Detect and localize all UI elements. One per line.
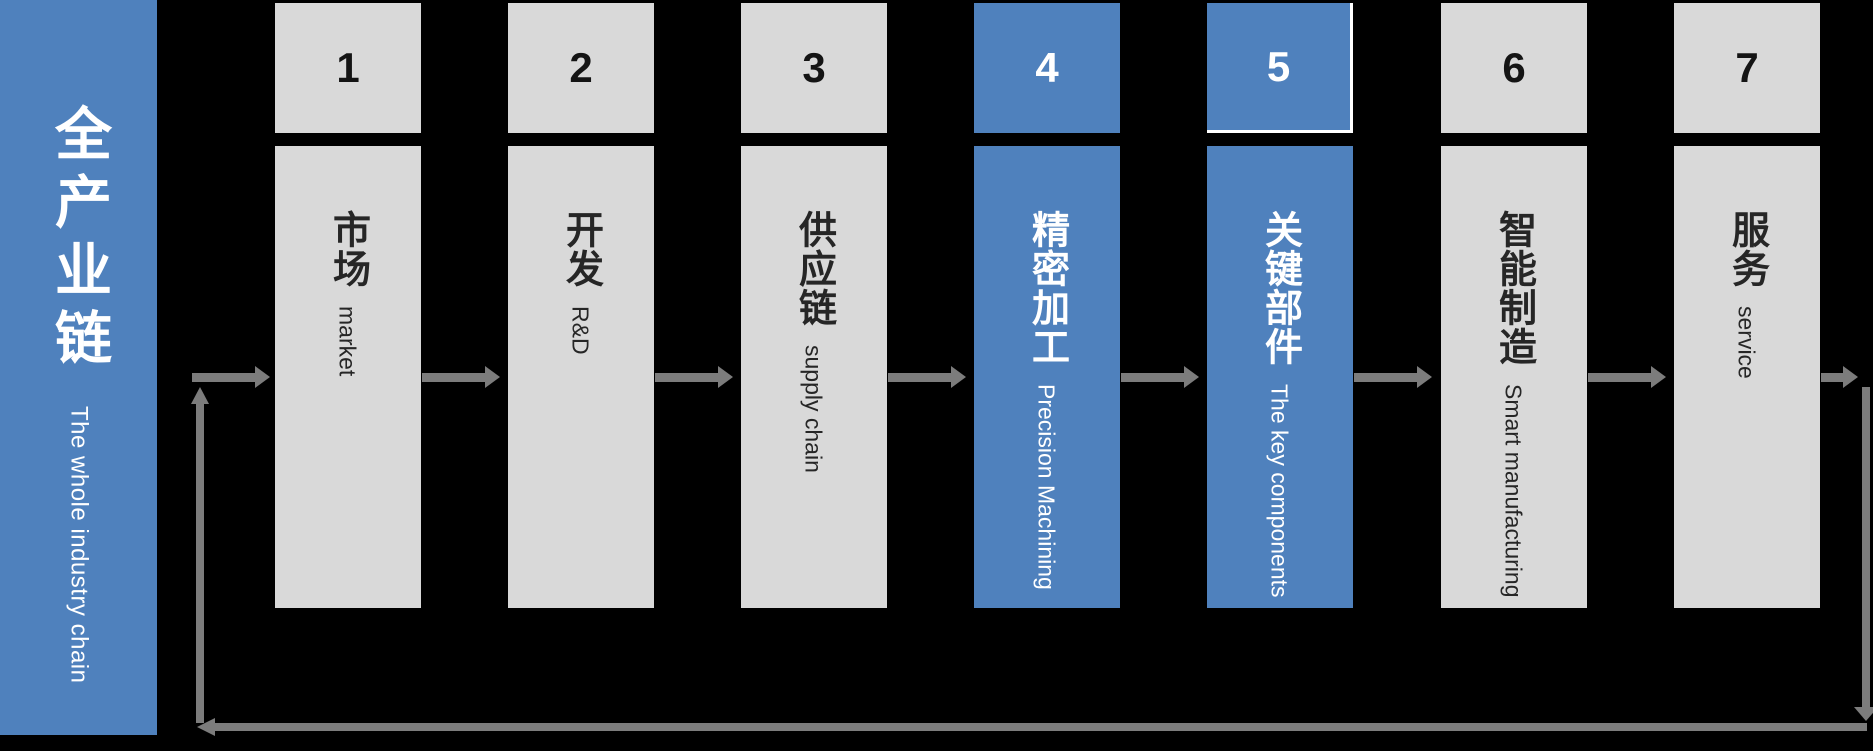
stage-box: 智能制造 Smart manufacturing [1441, 146, 1587, 608]
stage-number-box: 2 [508, 3, 654, 133]
arrow-shaft [1121, 373, 1185, 382]
stage-number-box: 4 [974, 3, 1120, 133]
stage-box: 精密加工 Precision Machining [974, 146, 1120, 608]
arrow-head-icon [255, 366, 270, 388]
arrow-shaft [655, 373, 719, 382]
arrow-head-icon [951, 366, 966, 388]
stage-label-zh: 开发 [559, 210, 602, 288]
arrow-shaft [422, 373, 486, 382]
stage-label-zh: 精密加工 [1025, 210, 1068, 366]
flow-arrow-6-7 [1588, 366, 1666, 389]
arrow-head-icon [1843, 366, 1858, 388]
stage-number: 5 [1266, 42, 1291, 90]
stage-label-zh: 关键部件 [1258, 210, 1301, 366]
stage-number: 6 [1502, 44, 1526, 91]
flow-arrow-start [192, 366, 270, 389]
stage-box: 供应链 supply chain [741, 146, 887, 608]
stage-label-en: service [1733, 306, 1760, 380]
stage-label-en: market [334, 306, 361, 377]
stage-number-box: 1 [275, 3, 421, 133]
flow-arrow-4-5 [1121, 366, 1199, 389]
stage-number: 3 [802, 44, 826, 91]
arrow-shaft [888, 373, 952, 382]
banner-label-zh: 全产业链 [46, 104, 111, 376]
stage-label-en: Smart manufacturing [1500, 384, 1527, 598]
stage-box: 开发 R&D [508, 146, 654, 608]
arrow-head-icon [1651, 366, 1666, 388]
arrow-shaft [1588, 373, 1652, 382]
stage-number: 2 [569, 44, 593, 91]
stage-number-box: 7 [1674, 3, 1820, 133]
arrow-head-icon [1184, 366, 1199, 388]
feedback-line-right [1862, 387, 1870, 707]
stage-label-zh: 市场 [326, 210, 369, 288]
stage-number: 1 [336, 44, 360, 91]
stage-number: 4 [1035, 44, 1059, 91]
stage-label-zh: 供应链 [792, 210, 835, 327]
stage-box: 关键部件 The key components [1207, 146, 1353, 608]
flow-arrow-5-6 [1354, 366, 1432, 389]
banner-label-en: The whole industry chain [65, 406, 93, 684]
banner-vertical-text: 全产业链 The whole industry chain [38, 0, 120, 735]
stage-label-en: supply chain [800, 345, 827, 474]
stage-number-box: 3 [741, 3, 887, 133]
stage-number-box: 6 [1441, 3, 1587, 133]
arrow-head-icon [718, 366, 733, 388]
stage-label-en: Precision Machining [1033, 384, 1060, 591]
arrow-head-icon [1417, 366, 1432, 388]
feedback-arrow-down-icon [1854, 707, 1873, 721]
stage-box: 市场 market [275, 146, 421, 608]
stage-label-zh: 智能制造 [1492, 210, 1535, 366]
stage-box: 服务 service [1674, 146, 1820, 608]
flow-arrow-3-4 [888, 366, 966, 389]
industry-chain-banner: 全产业链 The whole industry chain [0, 0, 157, 735]
arrow-shaft [1354, 373, 1418, 382]
stage-label-en: R&D [567, 306, 594, 356]
flow-arrow-exit [1821, 366, 1858, 389]
feedback-arrow-up-icon [191, 387, 209, 404]
feedback-line-bottom [215, 723, 1867, 731]
stage-label-en: The key components [1266, 384, 1293, 598]
flow-arrow-1-2 [422, 366, 500, 389]
stage-number-box: 5 [1207, 3, 1353, 133]
arrow-shaft [192, 373, 256, 382]
arrow-head-icon [485, 366, 500, 388]
feedback-line-left [196, 404, 204, 723]
stage-number: 7 [1735, 44, 1759, 91]
stage-label-zh: 服务 [1725, 210, 1768, 288]
flow-arrow-2-3 [655, 366, 733, 389]
arrow-shaft [1821, 373, 1844, 382]
